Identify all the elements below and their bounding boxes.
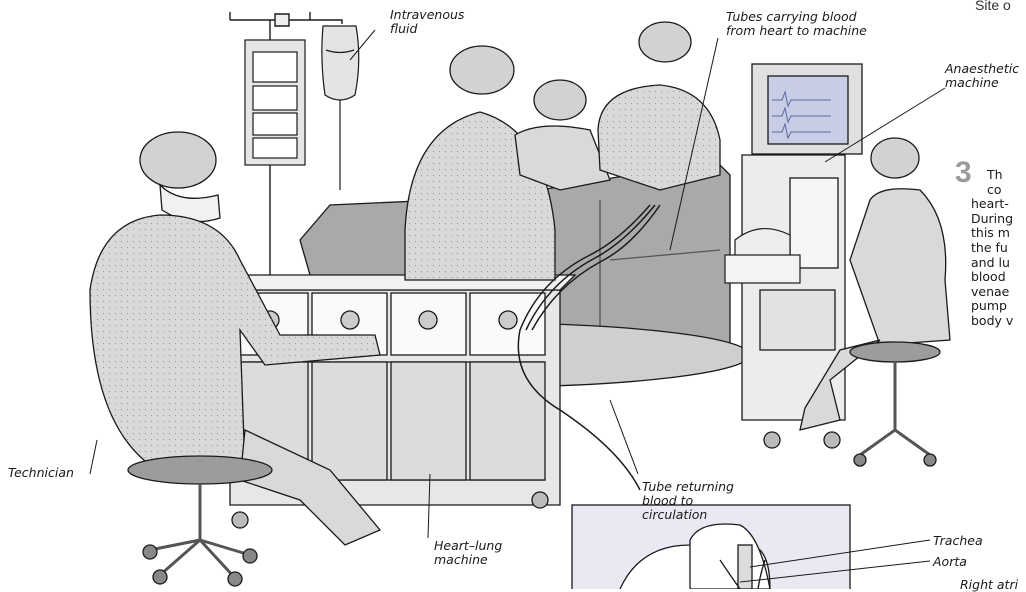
header-fragment: Site o xyxy=(975,0,1011,13)
label-right-atrium: Right atri xyxy=(960,578,1018,592)
label-tubes-to-machine: Tubes carrying blood from heart to machi… xyxy=(726,10,867,38)
step-description: Th co heart- During this m the fu and lu… xyxy=(971,168,1026,329)
label-anaesthetic-machine: Anaesthetic machine xyxy=(945,62,1019,90)
label-heart-lung-machine: Heart–lung machine xyxy=(434,539,502,567)
label-technician: Technician xyxy=(8,466,74,480)
label-aorta: Aorta xyxy=(933,555,967,569)
step-number: 3 xyxy=(955,158,972,188)
label-iv-fluid: Intravenous fluid xyxy=(390,8,464,36)
infusion-pump-panel xyxy=(245,40,305,165)
iv-fluid-bag xyxy=(322,26,359,190)
label-tube-returning: Tube returning blood to circulation xyxy=(642,480,734,522)
label-trachea: Trachea xyxy=(933,534,983,548)
patient-head xyxy=(725,229,800,283)
